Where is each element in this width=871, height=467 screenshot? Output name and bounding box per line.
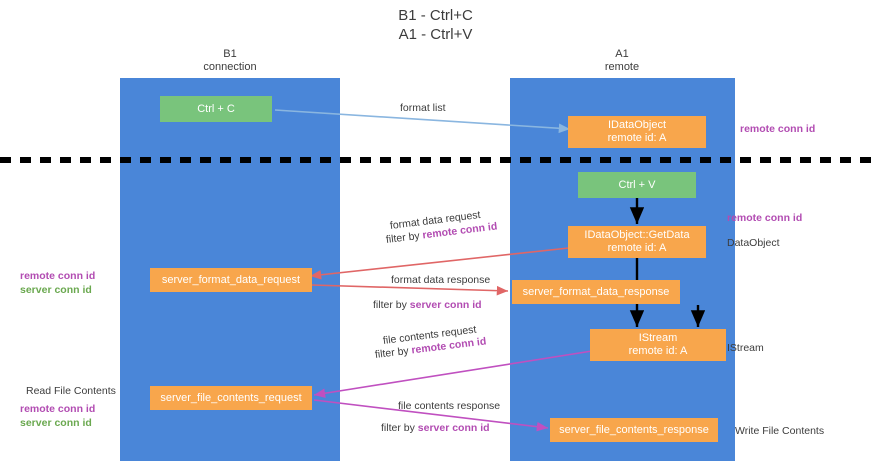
label-filter-by-prefix-2: filter by [373, 299, 410, 311]
box-ctrl-c-label: Ctrl + C [197, 102, 235, 115]
box-getdata-title: IDataObject::GetData [584, 229, 690, 241]
annotation-remote-conn-id-top-text: remote conn id [740, 123, 816, 135]
box-server-format-data-request-label: server_format_data_request [161, 273, 301, 286]
box-server-file-contents-response-label: server_file_contents_response [559, 423, 709, 436]
annotation-dataobject: DataObject [727, 237, 780, 249]
arrow-format-data-request [309, 246, 579, 280]
box-server-format-data-request[interactable]: server_format_data_request [150, 268, 312, 292]
annotation-left-conn-ids-mid: remote conn id server conn id [20, 269, 95, 297]
lane-header-a1: A1 remote [604, 48, 640, 73]
box-istream[interactable]: IStream remote id: A [590, 329, 726, 361]
label-format-data-response-filter: filter by server conn id [373, 298, 482, 312]
label-file-contents-response-filter: filter by server conn id [381, 421, 490, 435]
arrow-file-contents-response [313, 399, 549, 432]
annotation-left-remote-conn-id-mid: remote conn id [20, 270, 96, 282]
label-file-contents-response: file contents response [398, 400, 501, 412]
annotation-read-file-contents: Read File Contents [26, 385, 116, 397]
annotation-istream: IStream [727, 342, 764, 354]
box-server-file-contents-request[interactable]: server_file_contents_request [150, 386, 312, 410]
page-title: B1 - Ctrl+C A1 - Ctrl+V [398, 7, 473, 43]
annotation-left-server-conn-id-mid: server conn id [20, 284, 92, 296]
lane-header-b1: B1 connection [203, 48, 257, 73]
box-idataobject-title: IDataObject [607, 119, 667, 131]
box-idataobject-remote[interactable]: IDataObject remote id: A [568, 116, 706, 148]
annotation-write-file-contents: Write File Contents [735, 425, 825, 437]
box-ctrl-v-label: Ctrl + V [618, 178, 656, 191]
annotation-left-conn-ids-bottom: remote conn id server conn id [20, 402, 95, 430]
section-divider [0, 157, 871, 163]
box-ctrl-v[interactable]: Ctrl + V [578, 172, 696, 198]
label-server-conn-id-1: server conn id [409, 299, 482, 311]
arrow-format-list [274, 109, 571, 134]
label-filter-by-prefix-4: filter by [381, 422, 418, 434]
box-ctrl-c[interactable]: Ctrl + C [160, 96, 272, 122]
annotation-left-remote-conn-id-bottom: remote conn id [20, 403, 96, 415]
annotation-remote-conn-id-mid: remote conn id [727, 211, 802, 225]
box-server-format-data-response[interactable]: server_format_data_response [512, 280, 680, 304]
box-server-file-contents-request-label: server_file_contents_request [160, 391, 302, 404]
label-format-data-response: format data response [391, 274, 491, 286]
box-idataobject-subtitle: remote id: A [607, 132, 667, 144]
box-istream-subtitle: remote id: A [628, 345, 688, 357]
label-server-conn-id-2: server conn id [417, 422, 490, 434]
annotation-left-server-conn-id-bottom: server conn id [20, 417, 92, 429]
annotation-remote-conn-id-top: remote conn id [740, 122, 815, 136]
box-getdata-subtitle: remote id: A [607, 242, 667, 254]
arrow-file-contents-request [313, 350, 593, 398]
label-format-list: format list [400, 102, 446, 114]
box-server-format-data-response-label: server_format_data_response [522, 285, 670, 298]
box-getdata[interactable]: IDataObject::GetData remote id: A [568, 226, 706, 258]
box-istream-title: IStream [638, 332, 678, 344]
arrow-format-data-response [311, 284, 509, 296]
box-server-file-contents-response[interactable]: server_file_contents_response [550, 418, 718, 442]
annotation-remote-conn-id-mid-text: remote conn id [727, 212, 803, 224]
